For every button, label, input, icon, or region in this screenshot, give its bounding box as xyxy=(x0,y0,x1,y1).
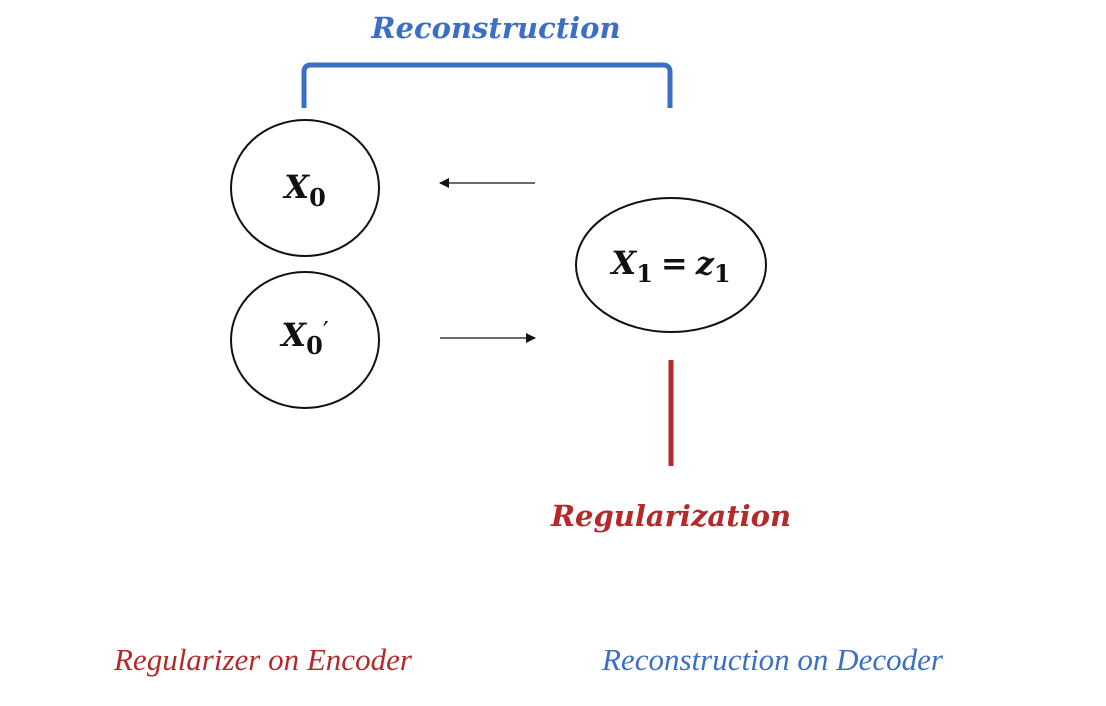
node-x1-label: X1=z1 xyxy=(609,244,730,288)
reconstruction-label: Reconstruction xyxy=(370,11,620,45)
node-x1-ellipse xyxy=(575,197,767,333)
regularization-label: Regularization xyxy=(550,499,791,533)
node-x0-prime: X0′ xyxy=(230,271,380,409)
node-x0-label: X0 xyxy=(282,168,326,212)
node-x1: X1=z1 xyxy=(575,197,767,333)
node-x0-prime-circle xyxy=(230,271,380,409)
reconstruction-bracket xyxy=(301,62,673,108)
node-x0-prime-label: X0′ xyxy=(279,316,329,360)
caption-regularizer-encoder: Regularizer on Encoder xyxy=(113,642,413,677)
caption-reconstruction-decoder: Reconstruction on Decoder xyxy=(601,642,944,677)
node-x0-circle xyxy=(230,119,380,257)
node-x0: X0 xyxy=(230,119,380,257)
